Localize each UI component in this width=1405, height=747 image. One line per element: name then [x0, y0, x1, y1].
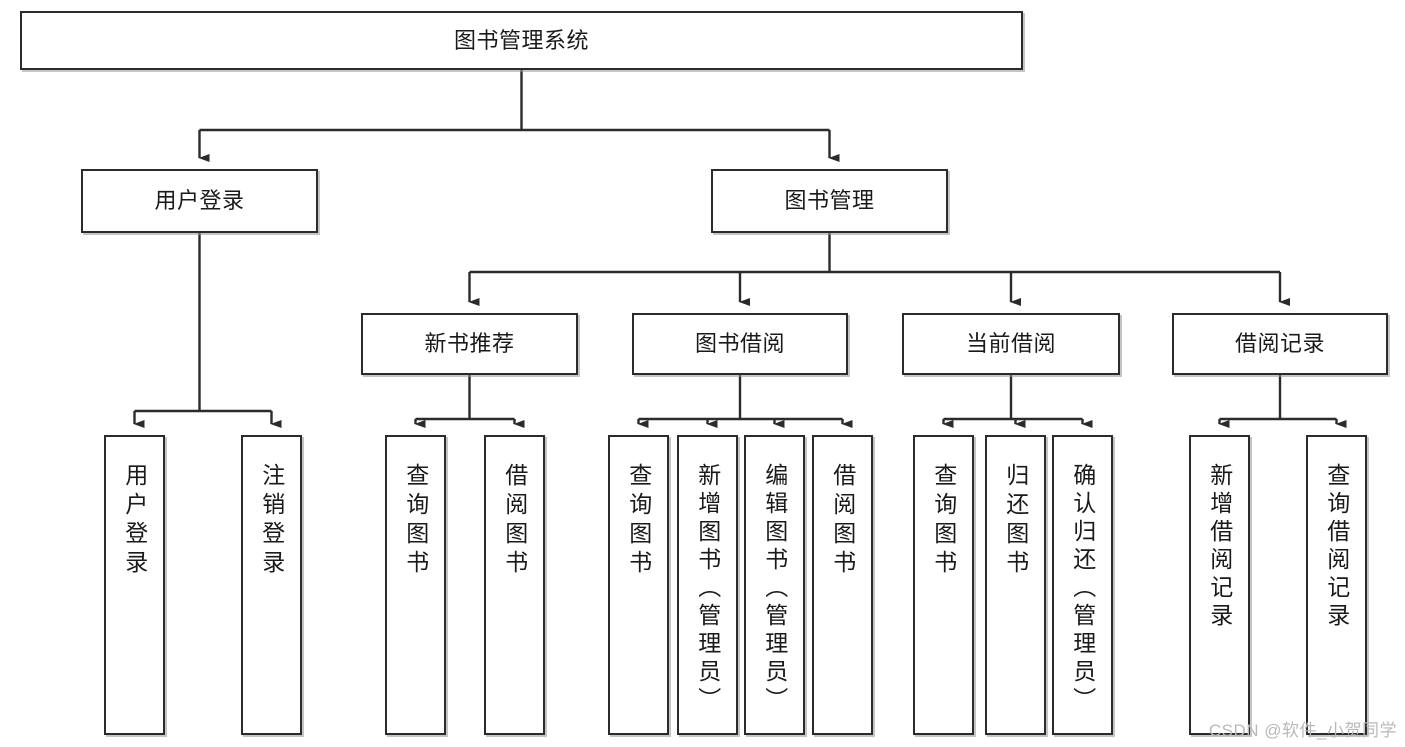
node-label: 查询借阅记录 [1323, 463, 1350, 631]
node-label: 确认归还（管理员） [1069, 463, 1096, 715]
node-book-manage[interactable]: 图书管理 [711, 169, 948, 233]
node-label: 编辑图书（管理员） [761, 463, 788, 715]
node-book-borrow[interactable]: 图书借阅 [632, 313, 848, 375]
node-root[interactable]: 图书管理系统 [20, 11, 1023, 70]
node-leaf-confirm-return[interactable]: 确认归还（管理员） [1052, 435, 1113, 735]
node-leaf-borrow-book-1[interactable]: 借阅图书 [484, 435, 545, 735]
node-label: 借阅图书 [829, 463, 856, 579]
node-label: 归还图书 [1002, 463, 1029, 579]
node-label: 新增借阅记录 [1206, 463, 1233, 631]
node-leaf-add-book[interactable]: 新增图书（管理员） [677, 435, 738, 735]
node-label: 查询图书 [930, 463, 957, 579]
node-label: 图书管理系统 [453, 27, 589, 53]
node-leaf-edit-book[interactable]: 编辑图书（管理员） [744, 435, 805, 735]
node-label: 用户登录 [154, 188, 245, 214]
node-label: 查询图书 [625, 463, 652, 579]
node-label: 用户登录 [121, 463, 148, 579]
node-user-login[interactable]: 用户登录 [81, 169, 318, 233]
node-label: 借阅记录 [1234, 331, 1325, 357]
node-label: 借阅图书 [501, 463, 528, 579]
node-label: 图书管理 [784, 188, 875, 214]
node-borrow-record[interactable]: 借阅记录 [1172, 313, 1388, 375]
node-label: 注销登录 [258, 463, 285, 579]
node-current-borrow[interactable]: 当前借阅 [902, 313, 1120, 375]
node-leaf-add-record[interactable]: 新增借阅记录 [1189, 435, 1250, 735]
node-leaf-logout[interactable]: 注销登录 [241, 435, 302, 735]
node-label: 图书借阅 [694, 331, 785, 357]
node-new-book-recommend[interactable]: 新书推荐 [361, 313, 578, 375]
node-leaf-borrow-book-2[interactable]: 借阅图书 [812, 435, 873, 735]
node-leaf-query-book-3[interactable]: 查询图书 [913, 435, 974, 735]
node-leaf-query-book-1[interactable]: 查询图书 [385, 435, 446, 735]
node-label: 查询图书 [402, 463, 429, 579]
node-leaf-user-login[interactable]: 用户登录 [104, 435, 165, 735]
node-leaf-return-book[interactable]: 归还图书 [985, 435, 1046, 735]
node-label: 新增图书（管理员） [694, 463, 721, 715]
node-leaf-query-record[interactable]: 查询借阅记录 [1306, 435, 1367, 735]
node-label: 当前借阅 [965, 331, 1056, 357]
node-label: 新书推荐 [424, 331, 515, 357]
node-leaf-query-book-2[interactable]: 查询图书 [608, 435, 669, 735]
